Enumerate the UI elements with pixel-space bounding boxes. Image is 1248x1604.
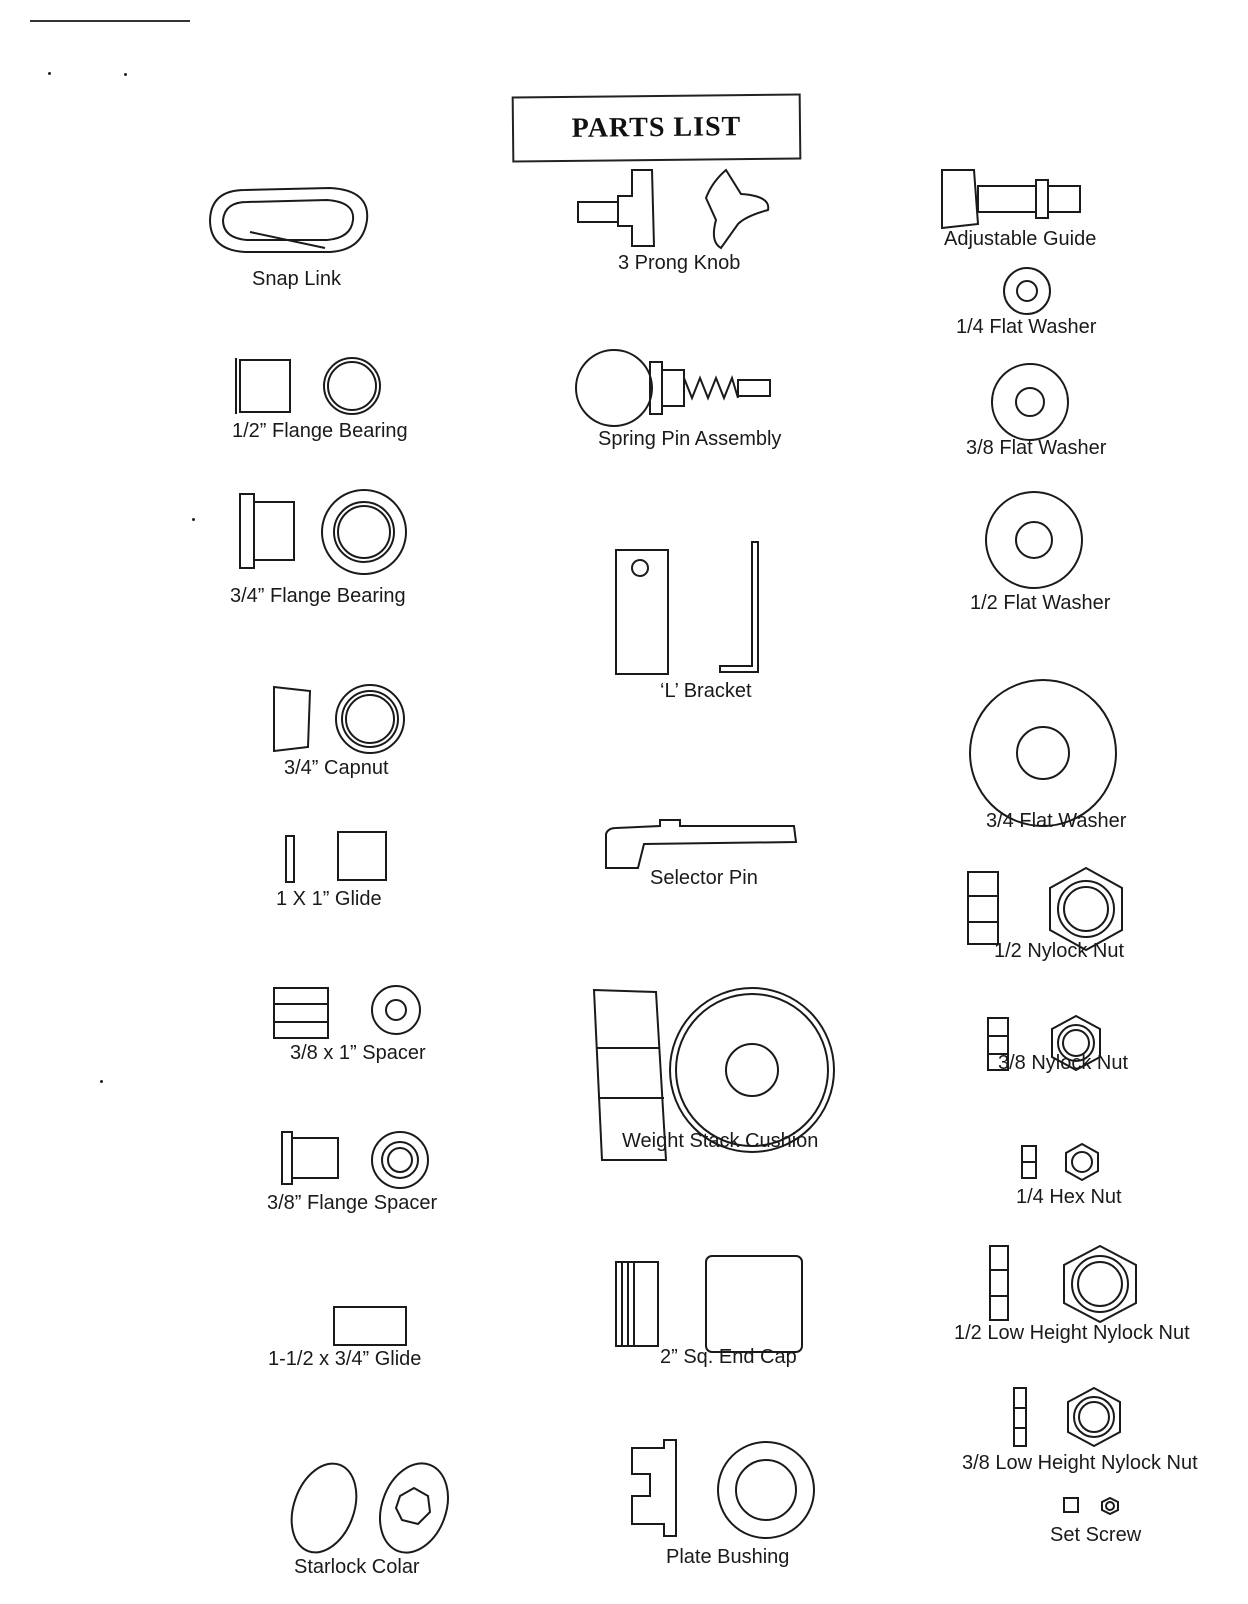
- flange-bearing-icon: [239, 489, 407, 575]
- page-title: PARTS LIST: [571, 111, 742, 144]
- flange-bearing-3-4-label: 3/4” Flange Bearing: [230, 585, 406, 607]
- nylock-nut-1-2-label: 1/2 Nylock Nut: [994, 940, 1125, 962]
- hex-nut-1-4-label: 1/4 Hex Nut: [1016, 1186, 1122, 1208]
- knob-icon: [577, 168, 770, 250]
- spacer-3-8x1-label: 3/8 x 1” Spacer: [290, 1042, 426, 1064]
- flange-bearing-icon: [235, 357, 381, 415]
- snap-link-label: Snap Link: [252, 268, 341, 290]
- snap-link-icon: [208, 186, 369, 253]
- capnut-icon: [273, 684, 405, 754]
- spring-pin-assembly-label: Spring Pin Assembly: [598, 428, 782, 450]
- low-height-nylock-icon: [989, 1244, 1137, 1324]
- set-screw-icon: [1063, 1496, 1119, 1516]
- selector-pin-icon: [605, 819, 798, 869]
- flat-washer-1-2-label: 1/2 Flat Washer: [970, 592, 1111, 614]
- nylock-nut-3-8-label: 3/8 Nylock Nut: [998, 1052, 1129, 1074]
- cushion-icon: [592, 987, 835, 1161]
- starlock-colar-icon: [290, 1462, 449, 1554]
- flat-washer-3-8-label: 3/8 Flat Washer: [966, 437, 1107, 459]
- low-height-nylock-icon: [1013, 1386, 1121, 1448]
- washer-icon: [969, 679, 1117, 827]
- flange-bearing-1-2-label: 1/2” Flange Bearing: [232, 420, 408, 442]
- nylock-nut-icon: [967, 866, 1123, 952]
- glide-icon: [285, 831, 387, 883]
- l-bracket-label: ‘L’ Bracket: [660, 680, 752, 702]
- glide-icon: [333, 1306, 407, 1346]
- spacer-icon: [273, 985, 421, 1039]
- scan-speck: [48, 72, 51, 75]
- 3-prong-knob-label: 3 Prong Knob: [618, 252, 741, 274]
- scan-speck: [100, 1080, 103, 1083]
- washer-icon: [985, 491, 1083, 589]
- low-height-nylock-3-8-label: 3/8 Low Height Nylock Nut: [962, 1452, 1198, 1474]
- glide-1-1-2x3-4-label: 1-1/2 x 3/4” Glide: [268, 1348, 422, 1370]
- l-bracket-icon: [615, 541, 759, 675]
- flange-spacer-3-8-label: 3/8” Flange Spacer: [267, 1192, 438, 1214]
- adjustable-guide-icon: [941, 169, 1081, 230]
- flat-washer-3-4-label: 3/4 Flat Washer: [986, 810, 1127, 832]
- nylock-nut-icon: [987, 1014, 1101, 1072]
- scan-speck: [192, 518, 195, 521]
- set-screw-label: Set Screw: [1050, 1524, 1142, 1546]
- flat-washer-1-4-label: 1/4 Flat Washer: [956, 316, 1097, 338]
- parts-list-title: PARTS LIST: [511, 93, 802, 163]
- starlock-colar-label: Starlock Colar: [294, 1556, 420, 1578]
- plate-bushing-label: Plate Bushing: [666, 1546, 790, 1568]
- weight-stack-cushion-label: Weight Stack Cushion: [622, 1130, 819, 1152]
- flange-spacer-icon: [281, 1131, 429, 1189]
- low-height-nylock-1-2-label: 1/2 Low Height Nylock Nut: [954, 1322, 1190, 1344]
- selector-pin-label: Selector Pin: [650, 867, 758, 889]
- adjustable-guide-label: Adjustable Guide: [944, 228, 1097, 250]
- end-cap-2-sq-label: 2” Sq. End Cap: [660, 1346, 797, 1368]
- capnut-3-4-label: 3/4” Capnut: [284, 757, 389, 779]
- glide-1x1-label: 1 X 1” Glide: [276, 888, 382, 910]
- scan-speck: [124, 73, 127, 76]
- end-cap-icon: [615, 1255, 803, 1353]
- plate-bushing-icon: [631, 1439, 815, 1539]
- washer-icon: [991, 363, 1069, 441]
- washer-icon: [1003, 267, 1051, 315]
- spring-pin-icon: [575, 349, 771, 427]
- top-rule: [30, 20, 190, 22]
- hex-nut-icon: [1021, 1142, 1099, 1182]
